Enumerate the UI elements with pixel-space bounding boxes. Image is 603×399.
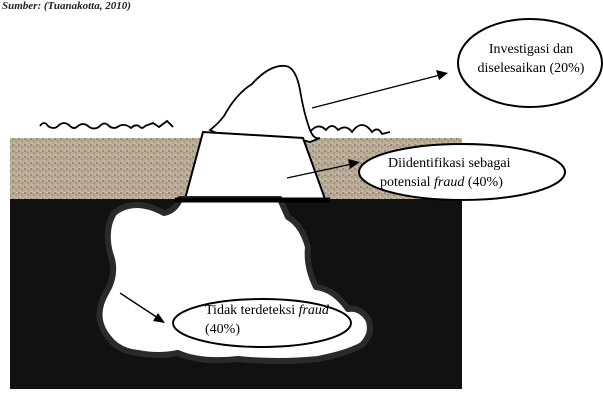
iceberg-tip: [210, 66, 320, 142]
arrow-top-head: [436, 70, 448, 80]
label-undetected-line2: (40%): [205, 320, 329, 339]
iceberg-middle: [185, 132, 325, 199]
label-identified-suffix: (40%): [464, 175, 503, 190]
label-identified-prefix: potensial: [380, 175, 434, 190]
label-investigated-line1: Investigasi dan: [475, 40, 587, 59]
label-undetected: Tidak terdeteksi fraud (40%): [205, 301, 329, 339]
label-identified: Diidentifikasi sebagai potensial fraud (…: [380, 154, 510, 192]
label-investigated-line2: diselesaikan (20%): [475, 59, 587, 78]
source-caption: Sumber: (Tuanakotta, 2010): [2, 0, 131, 12]
label-investigated: Investigasi dan diselesaikan (20%): [475, 40, 587, 78]
label-undetected-line1: Tidak terdeteksi fraud: [205, 301, 329, 320]
label-undetected-italic: fraud: [299, 303, 329, 318]
label-identified-line2: potensial fraud (40%): [380, 173, 510, 192]
label-identified-italic: fraud: [434, 175, 464, 190]
label-identified-line1: Diidentifikasi sebagai: [380, 154, 510, 173]
label-undetected-prefix: Tidak terdeteksi: [205, 303, 299, 318]
arrow-top: [312, 75, 440, 108]
